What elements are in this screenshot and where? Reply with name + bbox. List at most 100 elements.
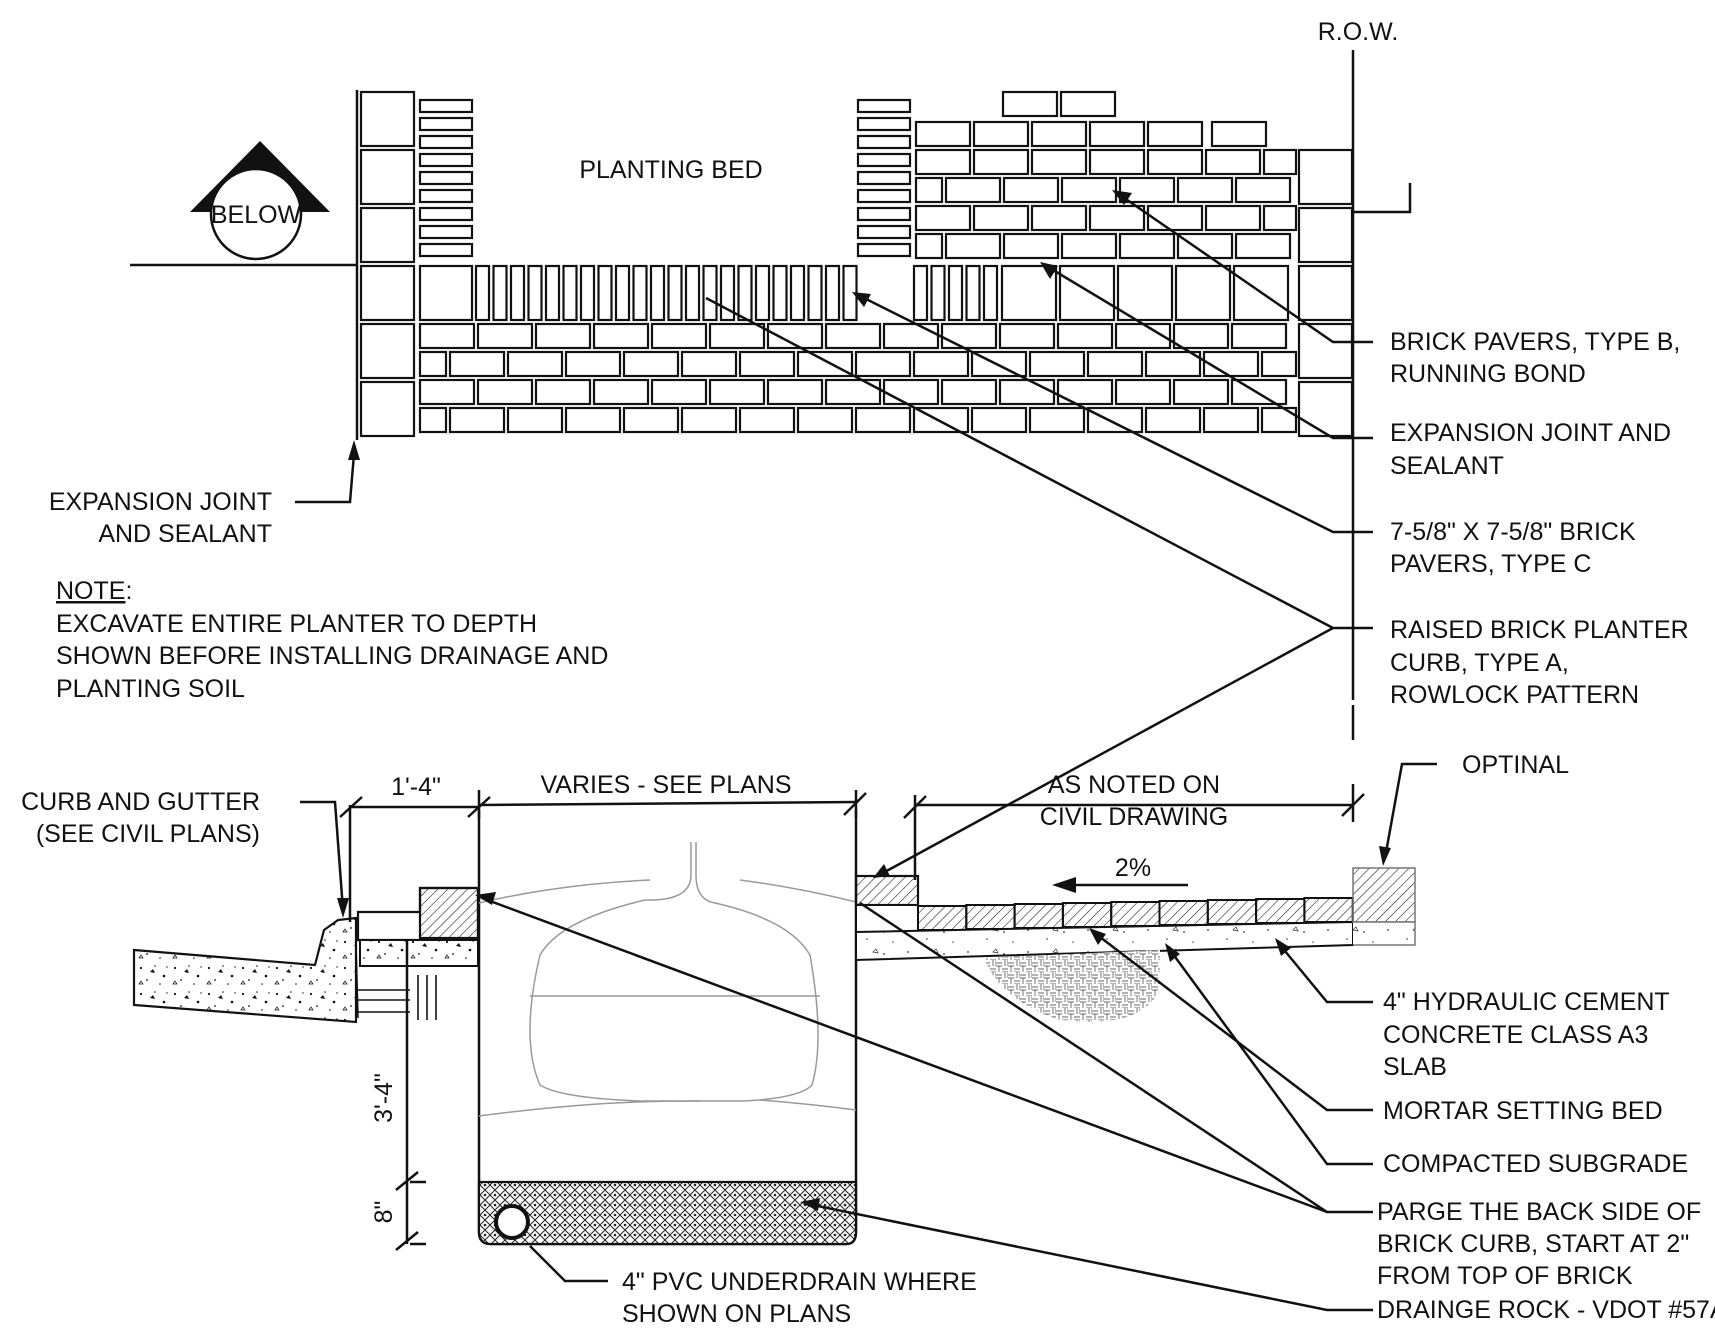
rowlock-brick [492, 264, 508, 322]
paver-type-b [998, 378, 1056, 406]
slope-label: 2% [1115, 854, 1151, 882]
paver-type-b [1172, 322, 1230, 350]
rowlock-brick [597, 264, 613, 322]
note-line-1: EXCAVATE ENTIRE PLANTER TO DEPTH [56, 610, 537, 638]
paver-type-b [972, 148, 1030, 176]
section-paver [1061, 902, 1113, 928]
leader-lines [295, 190, 1437, 1312]
dim-as-noted-1: AS NOTED ON [1048, 771, 1220, 799]
paver-type-b [592, 378, 650, 406]
callout-pavers-type-c-2: PAVERS, TYPE C [1390, 550, 1591, 578]
section-paver [1158, 900, 1209, 926]
paver-type-b [854, 350, 912, 378]
paver-type-c [359, 380, 416, 438]
rowlock-brick [856, 116, 912, 132]
rowlock-brick [789, 264, 806, 322]
rowlock-brick [856, 134, 912, 150]
rowlock-brick [982, 264, 999, 322]
paver-type-b [1114, 378, 1172, 406]
slope-arrowhead [1052, 877, 1076, 893]
rowlock-brick [772, 264, 788, 322]
callout-planter-curb-3: ROWLOCK PATTERN [1390, 681, 1639, 709]
rowlock-brick [965, 264, 981, 322]
dim-varies: VARIES - SEE PLANS [540, 771, 791, 799]
dim-curb-width: 1'-4" [391, 773, 441, 801]
expansion-joint-left-line2: AND SEALANT [98, 520, 272, 548]
callout-planter-curb-2: CURB, TYPE A, [1390, 649, 1569, 677]
paver-type-b [622, 350, 680, 378]
paver-type-c [1297, 148, 1354, 206]
rowlock-brick [418, 98, 474, 114]
paver-type-b [944, 176, 1002, 204]
callout-expansion-joint-1: EXPANSION JOINT AND [1390, 419, 1671, 447]
left-slab [359, 939, 479, 967]
rowlock-brick [856, 224, 912, 240]
rowlock-brick [649, 264, 666, 322]
dim-as-noted-2: CIVIL DRAWING [1040, 803, 1228, 831]
paver-type-b [418, 378, 476, 406]
section-paver [1303, 897, 1354, 923]
rowlock-brick [418, 188, 474, 204]
callout-slab-3: SLAB [1383, 1053, 1447, 1081]
rowlock-brick [562, 264, 578, 322]
paver-type-c [1058, 264, 1116, 322]
paver-type-b [1056, 322, 1114, 350]
paver-type-b [476, 378, 534, 406]
paver-type-c [1116, 264, 1174, 322]
paver-type-b [914, 204, 972, 232]
paver-type-b [912, 350, 970, 378]
paver-type-c [359, 148, 416, 206]
note-title: NOTE: [56, 577, 132, 605]
optional-edge-slab [1353, 921, 1416, 946]
paver-type-b [680, 406, 738, 434]
paver-type-b [1144, 406, 1202, 434]
plan-labels: R.O.W. PLANTING BED EXPANSION JOINT AND … [49, 18, 1689, 709]
section-paver [1255, 898, 1306, 924]
drainage-rock-layer [477, 1180, 858, 1246]
left-parge-brick [418, 886, 480, 940]
paver-type-b [1086, 350, 1144, 378]
paver-type-b [622, 406, 680, 434]
underdrain-label-2: SHOWN ON PLANS [622, 1300, 851, 1328]
expansion-joint-left-line1: EXPANSION JOINT [49, 488, 272, 516]
rowlock-brick [418, 134, 474, 150]
dim-depth: 3'-4" [370, 1073, 398, 1123]
paver-type-b [1002, 176, 1060, 204]
dim-rock-depth: 8" [370, 1201, 398, 1224]
section-view [132, 810, 1416, 1246]
paver-type-b [824, 322, 882, 350]
paver-type-b [418, 350, 448, 378]
rowlock-brick [856, 170, 912, 186]
paver-type-b [1230, 322, 1288, 350]
paver-type-c [359, 206, 416, 264]
paver-type-b [564, 406, 622, 434]
rowlock-brick [856, 188, 912, 204]
plan-brick-pattern [359, 90, 1354, 438]
rowlock-brick [418, 170, 474, 186]
callout-slab-1: 4" HYDRAULIC CEMENT [1383, 988, 1670, 1016]
paver-type-b [1172, 378, 1230, 406]
paver-type-b [914, 120, 972, 148]
callout-parge-1: PARGE THE BACK SIDE OF [1377, 1198, 1701, 1226]
paver-type-b [940, 378, 998, 406]
rowlock-brick [527, 264, 543, 322]
section-paver [1206, 899, 1258, 925]
section-paver [1013, 903, 1064, 929]
paver-type-b [914, 232, 944, 260]
paver-type-b [592, 322, 650, 350]
paver-type-b [1088, 120, 1146, 148]
rowlock-brick [418, 224, 474, 240]
paver-type-b [448, 406, 506, 434]
paver-type-c [359, 264, 416, 322]
paver-type-b [418, 322, 476, 350]
paver-type-b [998, 322, 1056, 350]
paver-type-b [1002, 232, 1060, 260]
section-marker-label: BELOW [211, 201, 302, 229]
curb-gutter-label-2: (SEE CIVIL PLANS) [36, 820, 260, 848]
paver-type-b [1146, 148, 1204, 176]
paver-type-c [418, 264, 474, 322]
callout-parge-3: FROM TOP OF BRICK [1377, 1262, 1633, 1290]
rowlock-brick [947, 264, 964, 322]
underdrain-label-1: 4" PVC UNDERDRAIN WHERE [622, 1268, 977, 1296]
section-paver [917, 905, 968, 931]
